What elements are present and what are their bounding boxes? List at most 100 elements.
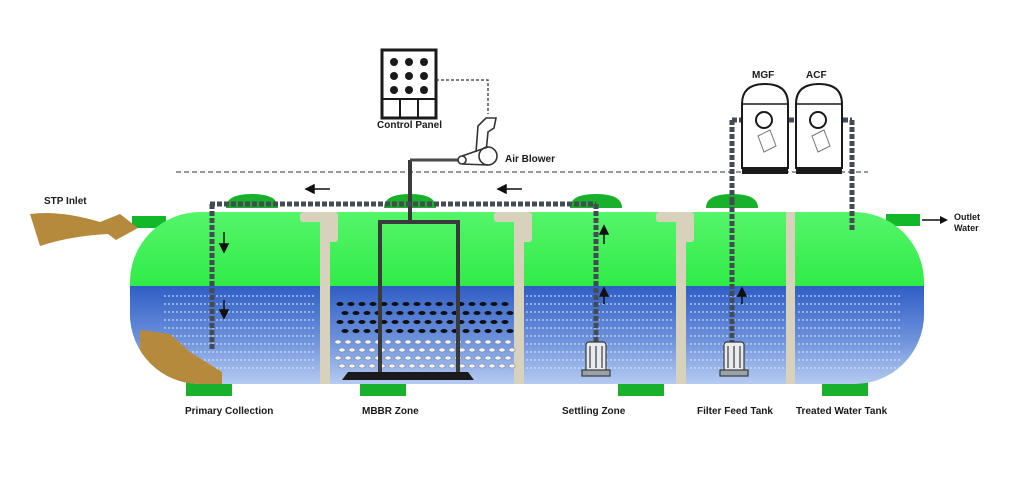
media-dark bbox=[336, 320, 344, 324]
media-dark bbox=[369, 320, 377, 324]
media-light bbox=[414, 339, 422, 345]
media-light bbox=[394, 339, 402, 345]
media-dark bbox=[468, 320, 476, 324]
media-dark bbox=[402, 302, 410, 306]
diffuser-grid bbox=[342, 372, 474, 380]
air-blower-label: Air Blower bbox=[505, 154, 556, 165]
media-dark bbox=[435, 320, 443, 324]
media-dark bbox=[385, 311, 393, 315]
media-light bbox=[438, 347, 446, 353]
media-dark bbox=[380, 320, 388, 324]
media-dark bbox=[413, 320, 421, 324]
zone-label-treated-water: Treated Water Tank bbox=[796, 406, 888, 417]
media-dark bbox=[341, 329, 349, 333]
media-light bbox=[504, 355, 512, 361]
media-light bbox=[388, 347, 396, 353]
media-light bbox=[434, 355, 442, 361]
sludge bbox=[140, 330, 222, 384]
media-light bbox=[474, 355, 482, 361]
media-light bbox=[418, 363, 426, 369]
media-light bbox=[404, 355, 412, 361]
media-light bbox=[418, 347, 426, 353]
media-dark bbox=[391, 302, 399, 306]
media-light bbox=[448, 347, 456, 353]
media-light bbox=[404, 339, 412, 345]
media-dark bbox=[462, 311, 470, 315]
media-dark bbox=[358, 320, 366, 324]
zone-label-primary-collection: Primary Collection bbox=[185, 406, 274, 417]
media-dark bbox=[446, 302, 454, 306]
media-dark bbox=[391, 320, 399, 324]
media-dark bbox=[347, 302, 355, 306]
media-dark bbox=[352, 329, 360, 333]
media-light bbox=[434, 339, 442, 345]
media-dark bbox=[484, 311, 492, 315]
media-dark bbox=[418, 311, 426, 315]
media-dark bbox=[479, 302, 487, 306]
media-dark bbox=[380, 302, 388, 306]
media-dark bbox=[424, 320, 432, 324]
media-dark bbox=[424, 302, 432, 306]
media-light bbox=[484, 339, 492, 345]
air-blower bbox=[457, 117, 498, 166]
media-dark bbox=[363, 311, 371, 315]
media-dark bbox=[490, 302, 498, 306]
media-dark bbox=[363, 329, 371, 333]
media-dark bbox=[501, 320, 509, 324]
media-dark bbox=[435, 302, 443, 306]
media-dark bbox=[352, 311, 360, 315]
media-light bbox=[484, 355, 492, 361]
media-dark bbox=[385, 329, 393, 333]
media-light bbox=[338, 363, 346, 369]
media-light bbox=[428, 347, 436, 353]
media-dark bbox=[358, 302, 366, 306]
media-dark bbox=[369, 302, 377, 306]
return-pipes bbox=[209, 117, 855, 352]
media-dark bbox=[462, 329, 470, 333]
media-light bbox=[424, 339, 432, 345]
media-light bbox=[398, 347, 406, 353]
media-dark bbox=[484, 329, 492, 333]
media-light bbox=[488, 363, 496, 369]
media-light bbox=[464, 355, 472, 361]
media-light bbox=[424, 355, 432, 361]
outlet-label-line2: Water bbox=[954, 223, 979, 233]
inlet-nozzle bbox=[132, 216, 166, 228]
media-light bbox=[338, 347, 346, 353]
media-dark bbox=[429, 329, 437, 333]
media-light bbox=[414, 355, 422, 361]
media-dark bbox=[490, 320, 498, 324]
media-light bbox=[428, 363, 436, 369]
media-light bbox=[334, 355, 342, 361]
media-light bbox=[348, 363, 356, 369]
control-panel-label: Control Panel bbox=[377, 120, 443, 131]
media-light bbox=[494, 355, 502, 361]
control-panel bbox=[380, 48, 438, 120]
flow-arrows bbox=[218, 183, 748, 320]
media-dark bbox=[506, 311, 514, 315]
media-dark bbox=[440, 311, 448, 315]
media-light bbox=[468, 347, 476, 353]
media-light bbox=[354, 355, 362, 361]
media-light bbox=[354, 339, 362, 345]
media-light bbox=[364, 339, 372, 345]
media-dark bbox=[501, 302, 509, 306]
media-light bbox=[344, 355, 352, 361]
media-light bbox=[464, 339, 472, 345]
media-light bbox=[448, 363, 456, 369]
media-dark bbox=[446, 320, 454, 324]
media-light bbox=[478, 347, 486, 353]
media-light bbox=[344, 339, 352, 345]
media-dark bbox=[407, 311, 415, 315]
media-light bbox=[508, 347, 516, 353]
media-light bbox=[388, 363, 396, 369]
media-dark bbox=[506, 329, 514, 333]
media-light bbox=[348, 347, 356, 353]
outlet-nozzle bbox=[886, 214, 920, 226]
mgf-label: MGF bbox=[752, 70, 775, 81]
media-light bbox=[498, 347, 506, 353]
media-dark bbox=[407, 329, 415, 333]
media-light bbox=[504, 339, 512, 345]
